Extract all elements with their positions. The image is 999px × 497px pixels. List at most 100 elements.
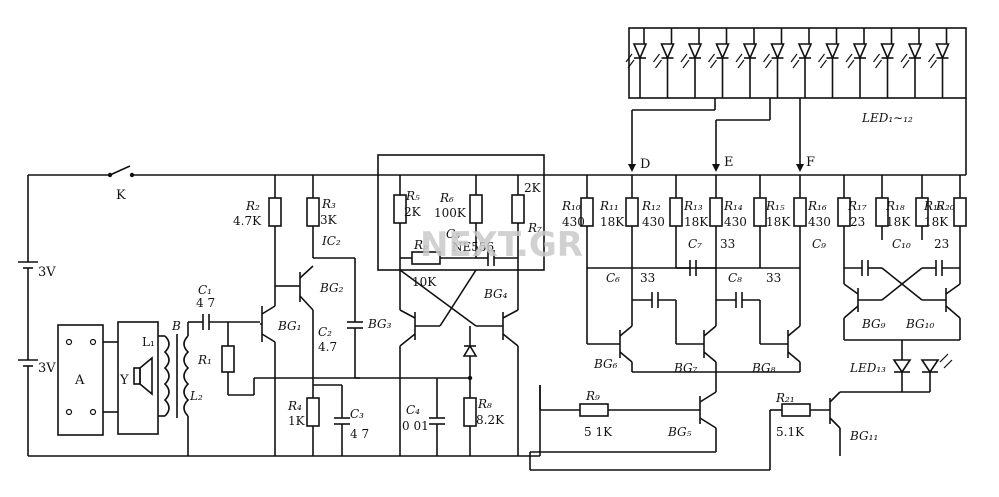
c7-value: 33 (720, 237, 735, 251)
switch-label: K (116, 188, 126, 203)
input-section: A Y L₁ B L₂ (57, 319, 203, 456)
speaker-block (117, 321, 159, 435)
stage-bg5: R₉ 5 1K BG₅ (529, 385, 771, 471)
c3-name: C₃ (350, 407, 364, 421)
coil-l1-label: L₁ (142, 335, 155, 349)
r6-name: R₆ (439, 191, 454, 205)
led-array: LED₁∼₁₂ D E F (625, 27, 967, 175)
bg8-label: BG₈ (751, 361, 776, 375)
chaser-resistor (837, 175, 851, 240)
led-diode (680, 28, 703, 98)
r3-value: 3K (320, 213, 338, 227)
r20-name: R₂₀ (935, 199, 955, 213)
r6-value: 100K (434, 206, 467, 220)
r9-name: R₉ (585, 389, 600, 403)
r10-name: R₁₀ (561, 199, 581, 213)
r17-name: R₁₇ (847, 199, 867, 213)
r9-value: 5 1K (584, 425, 613, 439)
c5-name: C₅ (446, 227, 460, 241)
chaser-transistor (703, 268, 717, 372)
c10-name: C₁₀ (892, 237, 911, 251)
r15-name: R₁₅ (765, 199, 785, 213)
c7-name: C₇ (688, 237, 702, 251)
ne556-frame (377, 154, 545, 271)
led-diode (928, 28, 950, 98)
led13-label: LED₁₃ (849, 361, 886, 375)
led-array-frame (628, 27, 967, 99)
r21-value: 5.1K (776, 425, 805, 439)
r18-value: 18K (886, 215, 911, 229)
r20-value: 23 (934, 237, 949, 251)
led-diode (653, 28, 675, 98)
c9-name: C₉ (812, 237, 826, 251)
battery1-label: 3V (38, 265, 56, 280)
chaser-resistor (793, 175, 807, 240)
r5-name: R₅ (405, 189, 420, 203)
r7-name: R₇ (527, 221, 542, 235)
r13-name: R₁₃ (683, 199, 703, 213)
led-diode (900, 28, 923, 98)
switch-k (109, 165, 131, 176)
stage-flasher: R₁₇ 23 R₁₈ 18K R₁₉ 18K R₂₀ 23 C₁₀ BG₉ BG… (770, 199, 961, 456)
led-diode (873, 28, 895, 98)
watermark: NEXT.GR (420, 225, 583, 265)
bg5-label: BG₅ (667, 425, 692, 439)
chaser-resistor (875, 175, 889, 240)
r12-value: 430 (642, 215, 665, 229)
c2-value: 4.7 (318, 340, 337, 354)
r17-value: 23 (850, 215, 865, 229)
r19-value: 18K (924, 215, 949, 229)
chaser-resistor (953, 175, 967, 240)
stage-chaser: R₁₀ 430 R₁₁ 18K R₁₂ 430 R₁₃ 18K R₁₄ 430 … (561, 175, 967, 392)
r14-value: 430 (724, 215, 747, 229)
chaser-resistors (580, 175, 967, 268)
speaker-label: Y (119, 373, 129, 388)
chaser-transistors (586, 268, 801, 372)
node-d-label: D (640, 157, 650, 172)
bg10-label: BG₁₀ (905, 317, 934, 331)
bg7-label: BG₇ (673, 361, 698, 375)
r10-value: 430 (562, 215, 585, 229)
chaser-transistor (787, 268, 801, 372)
r21-name: R₂₁ (775, 391, 795, 405)
r19-name: R₁₉ (923, 199, 943, 213)
c8-name: C₈ (728, 271, 742, 285)
node-e-label: E (724, 155, 734, 170)
c3-value: 4 7 (350, 427, 369, 441)
bg3-label: BG₃ (367, 317, 392, 331)
r7-value: 2K (524, 181, 542, 195)
bg6-label: BG₆ (593, 357, 618, 371)
block-a (57, 324, 104, 436)
chaser-resistor (669, 175, 683, 240)
r4-name: R₄ (287, 399, 302, 413)
r15-value: 18K (766, 215, 791, 229)
coil-primary (163, 335, 170, 417)
led-diode (763, 28, 785, 98)
ic2-label: IC₂ (321, 234, 341, 248)
stage-ne556: R₅ 2K R₆ 100K 2K R₇ Rₚ 10K C₅ NE556 BG₃ … (355, 154, 545, 456)
coil-l2-label: L₂ (189, 389, 203, 403)
r12-name: R₁₂ (641, 199, 661, 213)
c6-name: C₆ (606, 271, 620, 285)
r14-name: R₁₄ (723, 199, 743, 213)
chaser-transistor (619, 268, 633, 372)
led-diode (845, 28, 868, 98)
stage-bg2: R₃ 3K IC₂ BG₂ C₂ 4.7 R₄ 1K C₃ 4 7 (286, 175, 369, 456)
chaser-resistor (625, 175, 639, 240)
r13-value: 18K (684, 215, 709, 229)
r4-value: 1K (288, 414, 306, 428)
r3-name: R₃ (321, 197, 336, 211)
r11-value: 18K (600, 215, 625, 229)
led-group-label: LED₁∼₁₂ (861, 111, 913, 125)
led-diodes (625, 28, 950, 98)
c6-value: 33 (640, 271, 655, 285)
coil-b-label: B (171, 319, 181, 333)
r11-name: R₁₁ (599, 199, 619, 213)
led-diode (735, 28, 758, 98)
coil-secondary (183, 335, 190, 417)
r1-label: R₁ (197, 353, 212, 367)
r5-value: 2K (404, 205, 422, 219)
c8-value: 33 (766, 271, 781, 285)
bg2-label: BG₂ (319, 281, 344, 295)
r2-name: R₂ (245, 199, 260, 213)
